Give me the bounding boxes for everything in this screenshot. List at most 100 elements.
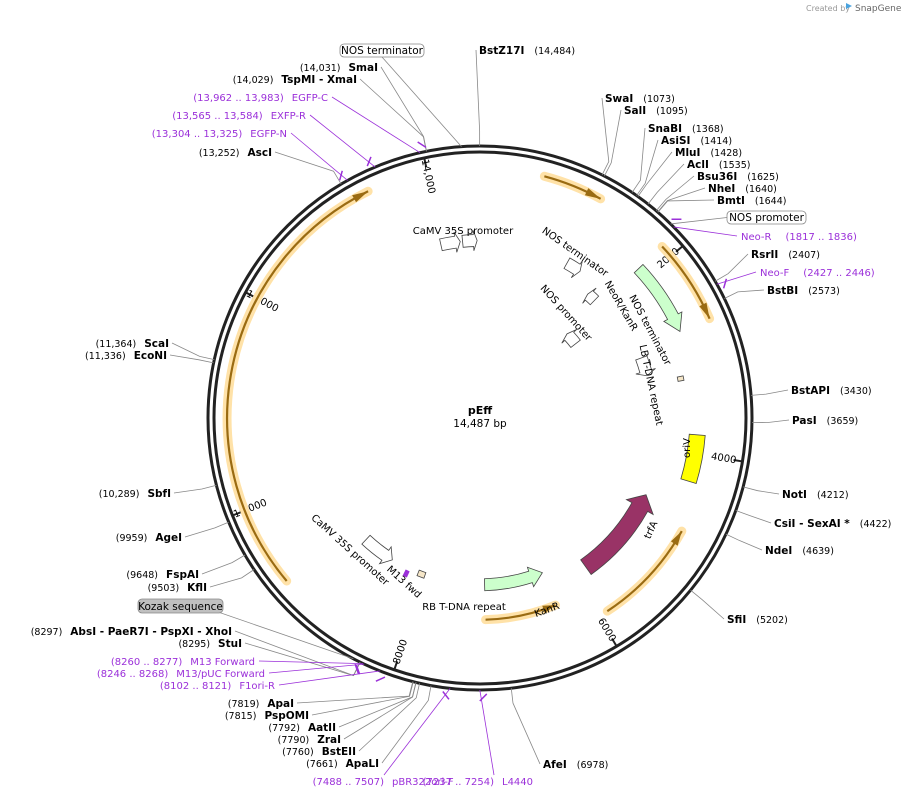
enzyme-position: (13,252) bbox=[199, 148, 240, 159]
primer-name: F1ori-R bbox=[239, 681, 275, 692]
site-nhei: NheI(1640) bbox=[708, 183, 777, 195]
enzyme-name: SfiI bbox=[727, 614, 746, 626]
enzyme-position: (3659) bbox=[827, 416, 859, 427]
plasmid-name: pEff bbox=[468, 404, 492, 417]
enzyme-name: SwaI bbox=[605, 93, 633, 105]
enzyme-name: NheI bbox=[708, 183, 735, 195]
site-leader bbox=[311, 681, 414, 716]
boxed-label-leader bbox=[381, 56, 462, 147]
primer-l4440: (7237 .. 7254) L4440 bbox=[423, 689, 533, 788]
primer-leader bbox=[331, 96, 421, 154]
feature-camv-35s-promoter bbox=[461, 230, 478, 251]
primer-arrow bbox=[722, 278, 728, 289]
site-noti: NotI(4212) bbox=[782, 489, 849, 501]
feature-label-oriv: oriV bbox=[682, 438, 693, 458]
feature-label-camv-35s-promoter: CaMV 35S promoter bbox=[413, 226, 514, 237]
enzyme-name: KflI bbox=[187, 582, 207, 594]
feature-nos-terminator bbox=[582, 287, 600, 306]
site-leader bbox=[380, 66, 427, 152]
enzyme-name: EcoNI bbox=[134, 350, 167, 362]
site-sbfi: SbfI(10,289) bbox=[99, 488, 171, 500]
site-agei: AgeI(9959) bbox=[116, 532, 182, 544]
enzyme-name: ApaLI bbox=[346, 758, 379, 770]
orf-line bbox=[226, 190, 369, 582]
site-bstz17i: BstZ17I(14,484) bbox=[479, 45, 575, 57]
enzyme-position: (1095) bbox=[656, 106, 688, 117]
enzyme-position: (3430) bbox=[840, 386, 872, 397]
enzyme-name: AatII bbox=[308, 722, 336, 734]
site-asci: AscI(13,252) bbox=[199, 147, 272, 159]
enzyme-name: NdeI bbox=[765, 545, 792, 557]
tick-mark bbox=[232, 511, 242, 517]
primer-range: (8102 .. 8121) bbox=[160, 681, 232, 692]
enzyme-position: (11,364) bbox=[96, 339, 137, 350]
primer-m13-forward: M13 Forward(8260 .. 8277) bbox=[111, 657, 364, 674]
feature-oriv bbox=[680, 433, 706, 484]
feature-neor-kanr bbox=[633, 263, 683, 333]
enzyme-position: (7819) bbox=[228, 699, 260, 710]
enzyme-position: (1644) bbox=[755, 196, 787, 207]
feature-label-rb-t-dna-repeat: RB T-DNA repeat bbox=[422, 602, 506, 613]
enzyme-position: (2573) bbox=[808, 286, 840, 297]
boxed-label-leader bbox=[670, 217, 728, 225]
orf-arrowhead bbox=[670, 531, 682, 546]
primer-exfp-r: EXFP-R(13,565 .. 13,584) bbox=[172, 111, 376, 168]
primer-arrow bbox=[479, 693, 488, 702]
enzyme-position: (8295) bbox=[178, 639, 210, 650]
primer-pbr322ori-f: (7488 .. 7507)pBR322ori-F bbox=[313, 688, 454, 788]
primer-name: EGFP-C bbox=[292, 93, 328, 104]
site-ndei: NdeI (4639) bbox=[765, 545, 834, 557]
site-sfii: SfiI(5202) bbox=[727, 614, 788, 626]
primer-range: (8246 .. 8268) bbox=[97, 669, 169, 680]
primer-leader bbox=[479, 689, 495, 776]
boxed-label-nos-terminator: NOS terminator bbox=[339, 43, 462, 147]
boxed-label-frame bbox=[726, 210, 807, 225]
primer-range: (7488 .. 7507) bbox=[313, 777, 385, 788]
enzyme-name: BstZ17I bbox=[479, 45, 524, 57]
site-leader bbox=[655, 175, 695, 212]
primer-range: (13,565 .. 13,584) bbox=[172, 111, 263, 122]
primer-leader bbox=[716, 271, 757, 285]
enzyme-position: (10,289) bbox=[99, 489, 140, 500]
feature-nos-promoter bbox=[561, 329, 581, 349]
enzyme-name: BstEII bbox=[322, 746, 356, 758]
tick-label: 8000 bbox=[392, 638, 411, 666]
enzyme-name: SmaI bbox=[349, 62, 379, 74]
site-leader bbox=[510, 688, 541, 765]
enzyme-name: AgeI bbox=[155, 532, 182, 544]
enzyme-name: BstBI bbox=[767, 285, 798, 297]
site-bstbi: BstBI (2573) bbox=[767, 285, 840, 297]
primer-name: L4440 bbox=[502, 777, 533, 788]
enzyme-name: ApaI bbox=[267, 698, 294, 710]
primer-name: Neo-F bbox=[760, 268, 790, 279]
site-tspmi-xmai: TspMI - XmaI(14,029) bbox=[233, 74, 357, 86]
site-leader bbox=[636, 139, 659, 196]
site-csii-sexai: CsiI - SexAI *(4422) bbox=[774, 518, 891, 530]
primer-leader bbox=[383, 688, 451, 776]
primer-arrow bbox=[442, 691, 450, 700]
feature-trfa bbox=[580, 494, 654, 576]
boxed-label-kozak-sequence: Kozak sequence bbox=[137, 598, 354, 660]
enzyme-name: StuI bbox=[218, 638, 242, 650]
primer-leader bbox=[278, 670, 381, 686]
enzyme-position: (1368) bbox=[692, 124, 724, 135]
enzyme-name: RsrII bbox=[751, 249, 778, 261]
feature-m13-fwd bbox=[402, 569, 410, 578]
enzyme-name: Bsu36I bbox=[697, 171, 737, 183]
enzyme-position: (4639) bbox=[802, 546, 834, 557]
feature-label-kanr: KanR bbox=[533, 601, 561, 620]
primer-range: (7237 .. 7254) bbox=[423, 777, 495, 788]
site-mlui: MluI(1428) bbox=[675, 147, 742, 159]
feature-lb-t-dna-repeat bbox=[676, 375, 685, 382]
enzyme-position: (1428) bbox=[710, 148, 742, 159]
tick-mark bbox=[393, 660, 399, 671]
site-leader bbox=[657, 199, 715, 213]
primer-range: (13,962 .. 13,983) bbox=[193, 93, 284, 104]
feature-kanr bbox=[484, 566, 543, 592]
enzyme-name: BstAPI bbox=[791, 385, 830, 397]
primer-arrow bbox=[417, 141, 427, 148]
enzyme-position: (7790) bbox=[278, 735, 310, 746]
site-leader bbox=[338, 682, 417, 728]
site-absi-paer7i-pspxi-xhoi: AbsI - PaeR7I - PspXI - XhoI(8297) bbox=[31, 626, 232, 638]
enzyme-name: ZraI bbox=[317, 734, 341, 746]
